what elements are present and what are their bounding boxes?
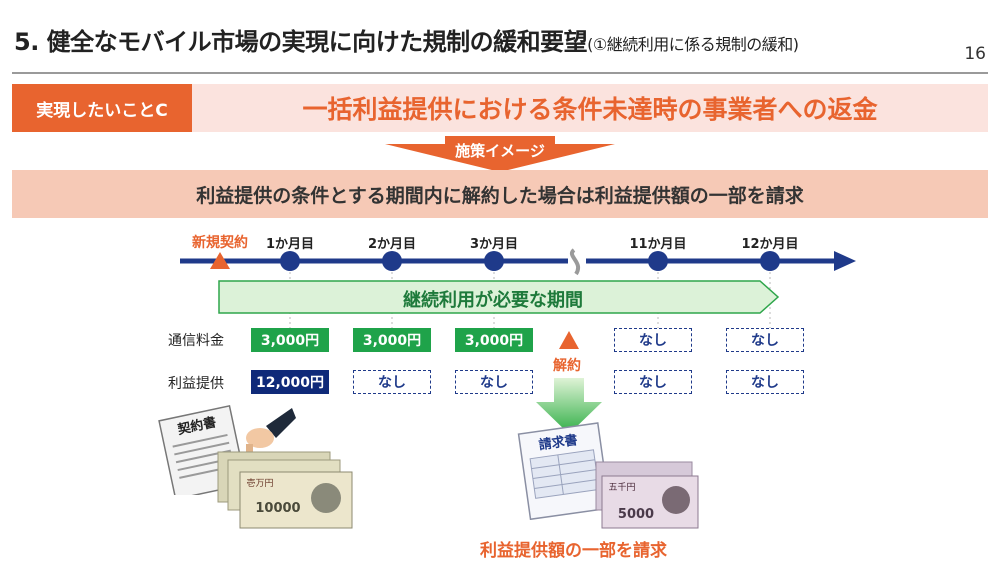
- benefit-cell-month-1: 12,000円: [251, 370, 329, 394]
- fee-row-label: 通信料金: [168, 333, 224, 349]
- title-main: 5. 健全なモバイル市場の実現に向けた規制の緩和要望: [14, 28, 588, 56]
- measure-down-arrow: [385, 136, 615, 172]
- cancel-marker: [559, 331, 579, 349]
- month-label-1: 1か月目: [265, 237, 315, 252]
- title-subtitle: (①継続利用に係る規制の緩和): [587, 35, 799, 54]
- green-down-arrow: [536, 378, 602, 434]
- month-label-11: 11か月目: [629, 237, 687, 252]
- policy-banner: 利益提供の条件とする期間内に解約した場合は利益提供額の一部を請求: [12, 170, 988, 218]
- fee-cell-month-3: 3,000円: [455, 328, 533, 352]
- new-contract-label: 新規契約: [192, 235, 248, 251]
- page-number: 16: [964, 44, 986, 64]
- fee-cell-month-2: 3,000円: [353, 328, 431, 352]
- benefit-cell-month-12: なし: [726, 370, 804, 394]
- fee-cell-month-11: なし: [614, 328, 692, 352]
- month-guides: [289, 272, 771, 328]
- timeline: [180, 248, 856, 328]
- month-label-2: 2か月目: [367, 237, 417, 252]
- invoice-doc-title: 請求書: [538, 432, 579, 453]
- month-node-12: [760, 251, 780, 271]
- continuation-period-label: 継続利用が必要な期間: [403, 290, 583, 311]
- bill-5000-kanji: 五千円: [608, 482, 635, 493]
- bill-10000-value: 10000: [255, 501, 300, 516]
- policy-text: 利益提供の条件とする期間内に解約した場合は利益提供額の一部を請求: [196, 184, 804, 207]
- timeline-break-icon: [568, 248, 586, 276]
- contract-start-marker: [210, 252, 230, 269]
- month-label-3: 3か月目: [469, 237, 519, 252]
- benefit-cell-month-3: なし: [455, 370, 533, 394]
- goal-text: 一括利益提供における条件未達時の事業者への返金: [302, 95, 878, 124]
- cancel-label: 解約: [553, 358, 581, 374]
- continuation-period-arrow: [218, 280, 780, 314]
- fee-cell-month-1: 3,000円: [251, 328, 329, 352]
- measure-label: 施策イメージ: [455, 142, 545, 160]
- bill-5000-value: 5000: [618, 507, 654, 522]
- banknotes-10000-icon: 10000 壱万円: [217, 451, 353, 529]
- month-node-3: [484, 251, 504, 271]
- page-title: 5. 健全なモバイル市場の実現に向けた規制の緩和要望(①継続利用に係る規制の緩和…: [14, 22, 799, 57]
- title-divider: [12, 72, 988, 74]
- month-label-12: 12か月目: [741, 237, 799, 252]
- fee-cell-month-12: なし: [726, 328, 804, 352]
- month-node-2: [382, 251, 402, 271]
- bill-caption: 利益提供額の一部を請求: [480, 541, 667, 561]
- contract-document-icon: 契約書: [158, 405, 247, 495]
- benefit-cell-month-2: なし: [353, 370, 431, 394]
- month-node-1: [280, 251, 300, 271]
- banknotes-5000-icon: 5000 五千円: [595, 461, 699, 529]
- goal-tag: 実現したいことC: [12, 84, 192, 132]
- benefit-cell-month-11: なし: [614, 370, 692, 394]
- invoice-document-icon: 請求書: [517, 422, 611, 520]
- benefit-row-label: 利益提供: [168, 376, 224, 392]
- month-node-11: [648, 251, 668, 271]
- bill-10000-kanji: 壱万円: [246, 477, 273, 489]
